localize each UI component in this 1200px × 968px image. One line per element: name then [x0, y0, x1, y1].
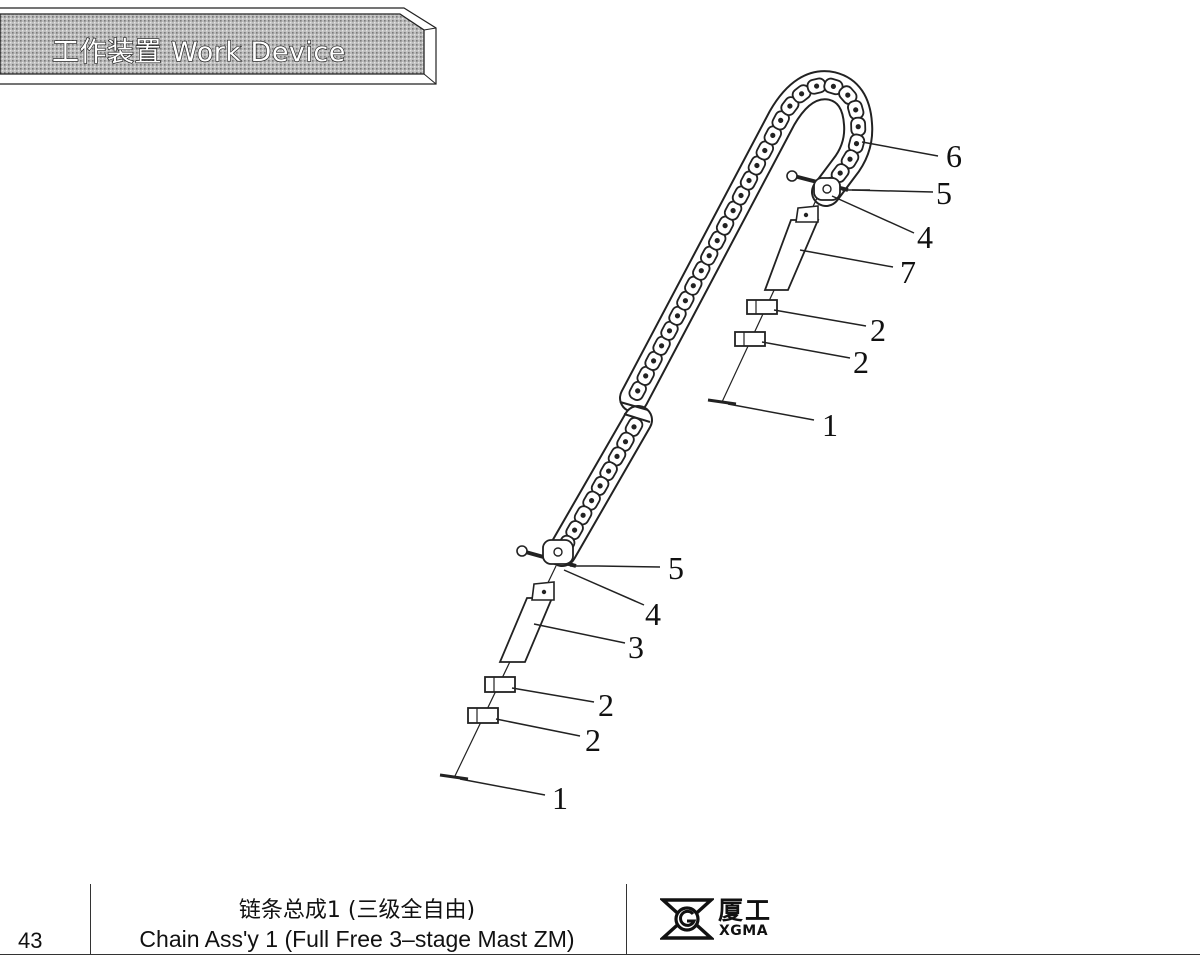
leader-lines: [459, 141, 939, 796]
footer-rule: [0, 954, 1200, 955]
callout-1-left: 1: [552, 780, 568, 816]
chain-break-upper: [619, 401, 649, 411]
nut-left-lower: [467, 707, 499, 724]
section-header-tab: [0, 7, 437, 85]
xgma-logo-icon: [660, 898, 714, 940]
nut-left-upper: [484, 676, 516, 693]
nut-right-lower: [734, 331, 766, 347]
split-pin-right: [707, 398, 737, 406]
callout-2-right-lower: 2: [853, 344, 869, 380]
anchor-bolt-left: [498, 581, 555, 663]
assembly-title-cn: 链条总成1 (三级全自由): [238, 898, 476, 923]
footer-divider-left: [90, 884, 91, 954]
callout-2-left-lower: 2: [585, 722, 601, 758]
anchor-bolt-right: [763, 205, 820, 291]
footer-divider-right: [626, 884, 627, 954]
callout-4-right: 4: [917, 219, 933, 255]
connecting-link-right: [813, 177, 841, 201]
callout-7: 7: [900, 254, 916, 290]
brand-name-en: XGMA: [719, 923, 769, 939]
callout-5-right: 5: [936, 175, 952, 211]
chain-link-plate: [850, 116, 867, 137]
callout-4-left: 4: [645, 596, 661, 632]
callout-5-left: 5: [668, 550, 684, 586]
assembly-title-en: Chain Ass'y 1 (Full Free 3–stage Mast ZM…: [139, 926, 575, 952]
chain-break-lower: [623, 413, 651, 423]
callout-3: 3: [628, 629, 644, 665]
callout-6: 6: [946, 138, 962, 174]
chain-link-plates: [554, 76, 867, 557]
callout-2-left-upper: 2: [598, 687, 614, 723]
nut-right-upper: [746, 299, 778, 315]
callout-2-right-upper: 2: [870, 312, 886, 348]
section-title: 工作装置 Work Device: [51, 36, 346, 68]
brand-name-cn: 厦工: [718, 896, 773, 925]
callout-1-right: 1: [822, 407, 838, 443]
split-pin-left: [439, 773, 469, 781]
connecting-link-left: [542, 539, 574, 565]
page-number: 43: [18, 928, 43, 953]
